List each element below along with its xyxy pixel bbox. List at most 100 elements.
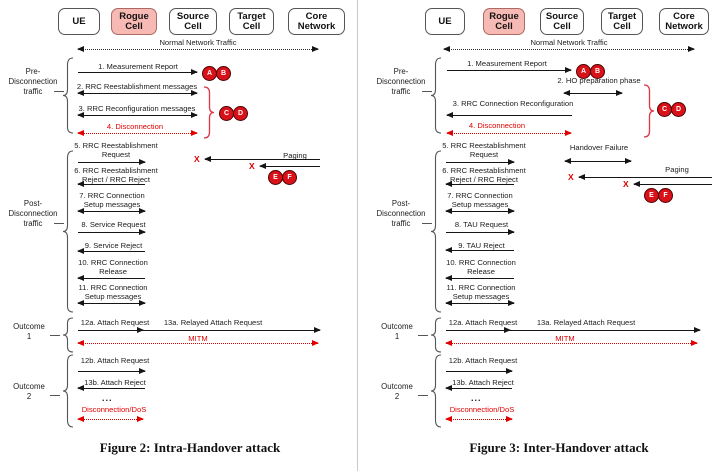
message-arrow-9: [445, 246, 514, 253]
mitm-arrow: [77, 339, 319, 346]
blocked-x-mark: X: [568, 172, 574, 182]
brace-outcome-2: [430, 354, 442, 428]
badge-group-ab: A B: [576, 64, 605, 79]
mitm-arrow: [445, 339, 698, 346]
message-arrow-6: [445, 180, 514, 187]
entity-rogue-cell: Rogue Cell: [111, 8, 157, 35]
phase-line: Post-: [391, 199, 411, 208]
brace-pre-disconnection: [430, 57, 442, 134]
message-label-10: 10. RRC Connection Release: [446, 258, 516, 277]
ellipsis: ...: [471, 393, 482, 403]
message-arrow-4: [446, 129, 572, 136]
message-label-13b: 13b. Attach Reject: [452, 378, 514, 387]
badge-f: F: [658, 188, 673, 203]
badge-a: A: [202, 66, 217, 81]
message-arrow-10: [445, 274, 514, 281]
message-label-7: 7. RRC Connection Setup messages: [79, 191, 145, 210]
brace-outcome-1: [62, 317, 74, 353]
message-label-9: 9. TAU Reject: [458, 241, 505, 250]
message-arrow-4: [77, 129, 198, 136]
mitm-label: MITM: [188, 334, 208, 343]
phase-line: 1: [26, 332, 32, 341]
dos-label: Disconnection/DoS: [81, 405, 147, 414]
message-arrow-7: [77, 207, 146, 214]
message-label-12a: 12a. Attach Request: [448, 318, 518, 327]
normal-traffic-arrow: [77, 45, 319, 52]
phase-line: Outcome: [13, 322, 45, 331]
paging-label: Paging: [665, 165, 689, 174]
phase-label-post-disconnection: Post- Disconnection traffic: [6, 199, 60, 229]
message-arrow-12b: [446, 367, 513, 374]
ellipsis: ...: [102, 393, 113, 403]
phase-line: 2: [394, 392, 400, 401]
message-arrow-1: [447, 66, 572, 73]
label-connector: [50, 395, 60, 396]
badge-b: B: [590, 64, 605, 79]
phase-label-outcome-2: Outcome 2: [374, 382, 420, 402]
message-arrow-8: [446, 228, 515, 235]
badge-group-cd: C D: [657, 102, 686, 117]
entity-core-network: Core Network: [659, 8, 709, 35]
message-label-1: 1. Measurement Report: [98, 62, 178, 71]
phase-line: Post-: [23, 199, 43, 208]
label-connector: [422, 223, 432, 224]
message-label-13a: 13a. Relayed Attach Request: [536, 318, 636, 327]
badge-d: D: [233, 106, 248, 121]
message-label-1: 1. Measurement Report: [467, 59, 547, 68]
entity-target-cell: Target Cell: [229, 8, 274, 35]
normal-traffic-label: Normal Network Traffic: [159, 38, 237, 47]
badge-e: E: [268, 170, 283, 185]
brace-outcome-1: [430, 317, 442, 353]
handover-failure-label: Handover Failure: [569, 143, 629, 152]
message-label-12a: 12a. Attach Request: [80, 318, 150, 327]
panel-inter-handover: UE Rogue Cell Source Cell Target Cell Co…: [364, 0, 728, 471]
blocked-x-mark: X: [623, 179, 629, 189]
message-arrow-13a: [143, 326, 321, 333]
message-label-10: 10. RRC Connection Release: [78, 258, 148, 277]
paging-label: Paging: [283, 151, 307, 160]
panel-intra-handover: UE Rogue Cell Source Cell Target Cell Co…: [6, 8, 345, 455]
figure-caption: Figure 2: Intra-Handover attack: [99, 440, 281, 455]
label-connector: [54, 91, 64, 92]
message-label-12b: 12b. Attach Request: [448, 356, 518, 365]
phase-label-post-disconnection: Post- Disconnection traffic: [374, 199, 428, 229]
phase-label-pre-disconnection: Pre- Disconnection traffic: [6, 67, 60, 97]
message-label-11: 11. RRC Connection Setup messages: [78, 283, 148, 302]
entity-core-network: Core Network: [288, 8, 345, 35]
badge-group-ab: A B: [202, 66, 231, 81]
message-arrow-3: [446, 111, 572, 118]
dos-label: Disconnection/DoS: [449, 405, 515, 414]
message-label-2: 2. RRC Reestablishment messages: [76, 82, 198, 91]
message-arrow-12b: [78, 367, 146, 374]
paging-arrow-2: [633, 180, 712, 187]
badge-b: B: [216, 66, 231, 81]
label-connector: [418, 335, 428, 336]
normal-traffic-arrow: [443, 45, 695, 52]
message-label-5: 5. RRC Reestablishment Request: [442, 141, 526, 160]
message-arrow-13b: [445, 384, 512, 391]
badge-d: D: [671, 102, 686, 117]
entity-rogue-cell: Rogue Cell: [483, 8, 525, 35]
message-arrow-1: [78, 68, 198, 75]
entity-ue: UE: [425, 8, 465, 35]
brace-post-disconnection: [430, 150, 442, 313]
paging-arrow-2: [259, 162, 320, 169]
entity-source-cell: Source Cell: [169, 8, 217, 35]
phase-line: 1: [394, 332, 400, 341]
phase-line: traffic: [391, 87, 411, 96]
message-label-13b: 13b. Attach Reject: [84, 378, 146, 387]
badge-group-cd: C D: [219, 106, 248, 121]
message-label-4: 4. Disconnection: [468, 121, 526, 130]
badge-c: C: [657, 102, 672, 117]
brace-pre-disconnection: [62, 57, 74, 134]
phase-line: Pre-: [25, 67, 41, 76]
message-arrow-8: [78, 228, 146, 235]
message-arrow-3: [77, 111, 198, 118]
message-arrow-9: [77, 247, 145, 254]
badge-group-ef: E F: [644, 188, 673, 203]
blocked-x-mark: X: [249, 161, 255, 171]
message-label-8: 8. TAU Request: [454, 220, 509, 229]
message-arrow-12a: [446, 326, 511, 333]
phase-line: traffic: [23, 219, 43, 228]
